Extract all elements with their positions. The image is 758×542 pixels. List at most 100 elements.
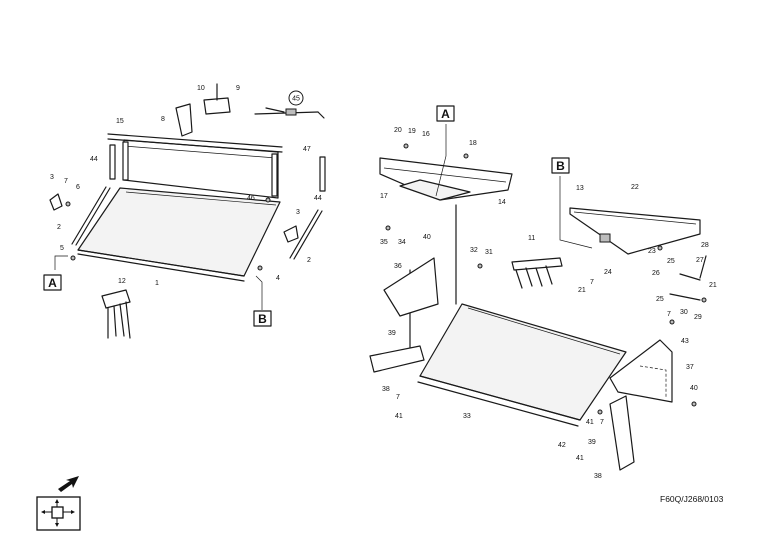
bolt — [701, 297, 707, 303]
rod-26 — [679, 273, 701, 281]
lower-plate — [609, 395, 635, 471]
bolt — [669, 319, 675, 325]
fork-attachment — [101, 289, 131, 339]
part-label: 17 — [380, 193, 388, 200]
part-label: 40 — [423, 234, 431, 241]
part-label: 2 — [307, 257, 311, 264]
part-label: 25 — [667, 258, 675, 265]
part-label: 46 — [247, 195, 255, 202]
left-assembly — [49, 83, 326, 339]
bolt — [70, 255, 76, 261]
part-label: 34 — [398, 239, 406, 246]
part-label: 35 — [380, 239, 388, 246]
part-label: 41 — [586, 419, 594, 426]
lock-rod-assembly — [254, 107, 325, 119]
right-assembly — [54, 124, 707, 471]
bolt — [257, 265, 263, 271]
part-label: 3 — [296, 209, 300, 216]
part-label: 7 — [667, 311, 671, 318]
part-labels: 10 9 8 15 47 44 44 3 7 6 46 3 2 5 2 4 1 … — [50, 85, 717, 480]
view-orientation-icon — [36, 496, 81, 531]
part-label: 20 — [394, 127, 402, 134]
bolt — [597, 409, 603, 415]
svg-text:B: B — [258, 312, 267, 326]
side-rail-right — [289, 209, 319, 259]
part-label: 5 — [60, 245, 64, 252]
part-label: 23 — [648, 248, 656, 255]
side-panel-right — [609, 339, 673, 403]
part-label: 16 — [422, 131, 430, 138]
part-label: 29 — [694, 314, 702, 321]
part-label: 37 — [686, 364, 694, 371]
part-label: 10 — [197, 85, 205, 92]
part-label: 11 — [528, 235, 535, 242]
part-label: 12 — [118, 278, 126, 285]
part-label: 14 — [498, 199, 506, 206]
marker-a-right: A — [436, 105, 455, 122]
part-label: 38 — [594, 473, 602, 480]
part-label: 7 — [64, 178, 68, 185]
bracket-right — [283, 225, 299, 243]
part-label: 26 — [652, 270, 660, 277]
part-label: 7 — [396, 394, 400, 401]
part-label: 21 — [578, 287, 586, 294]
bolt — [385, 225, 391, 231]
part-label: 6 — [76, 184, 80, 191]
svg-text:B: B — [556, 159, 565, 173]
part-label: 21 — [709, 282, 717, 289]
part-label: 47 — [303, 146, 311, 153]
part-label: 44 — [90, 156, 98, 163]
side-rail-left — [71, 186, 107, 245]
part-label: 18 — [469, 140, 477, 147]
bracket-left — [49, 193, 63, 211]
part-label: 43 — [681, 338, 689, 345]
svg-text:A: A — [48, 276, 57, 290]
part-label: 44 — [314, 195, 322, 202]
part-label: 8 — [161, 116, 165, 123]
part-label: 19 — [408, 128, 416, 135]
marker-b-right: B — [551, 157, 570, 174]
bolt — [403, 143, 409, 149]
marker-b-left: B — [253, 310, 272, 327]
part-label: 36 — [394, 263, 402, 270]
part-label: 2 — [57, 224, 61, 231]
svg-text:A: A — [441, 107, 450, 121]
part-label: 1 — [155, 280, 159, 287]
direction-arrow-icon — [58, 476, 79, 492]
part-label: 38 — [382, 386, 390, 393]
part-label: 41 — [395, 413, 403, 420]
bolt — [65, 201, 71, 207]
upper-frame — [379, 157, 513, 201]
bolt — [691, 401, 697, 407]
floor-pan — [417, 303, 627, 427]
part-label: 13 — [576, 185, 584, 192]
part-label: 15 — [116, 118, 124, 125]
part-label: 31 — [485, 249, 493, 256]
part-label: 22 — [631, 184, 639, 191]
side-post-left — [109, 144, 116, 180]
part-label: 3 — [50, 174, 54, 181]
floor-plate — [77, 187, 281, 282]
bolt — [265, 197, 271, 203]
hinge-bracket — [175, 103, 193, 137]
rod-28 — [699, 255, 707, 279]
part-label: 7 — [590, 279, 594, 286]
part-label: 42 — [558, 442, 566, 449]
part-label: 24 — [604, 269, 612, 276]
part-label: 41 — [576, 455, 584, 462]
part-label: 7 — [600, 419, 604, 426]
rod-25 — [669, 293, 701, 301]
bolt — [657, 245, 663, 251]
rear-wall-panel — [107, 133, 283, 199]
part-label: 33 — [463, 413, 471, 420]
side-panel — [383, 257, 439, 317]
part-label: 9 — [236, 85, 240, 92]
drawing-reference-code: F60Q/J268/0103 — [660, 494, 724, 504]
part-label: 40 — [690, 385, 698, 392]
part-label: 32 — [470, 247, 478, 254]
fork-tines — [511, 257, 563, 289]
part-label: 4 — [276, 275, 280, 282]
front-lip — [369, 345, 425, 373]
